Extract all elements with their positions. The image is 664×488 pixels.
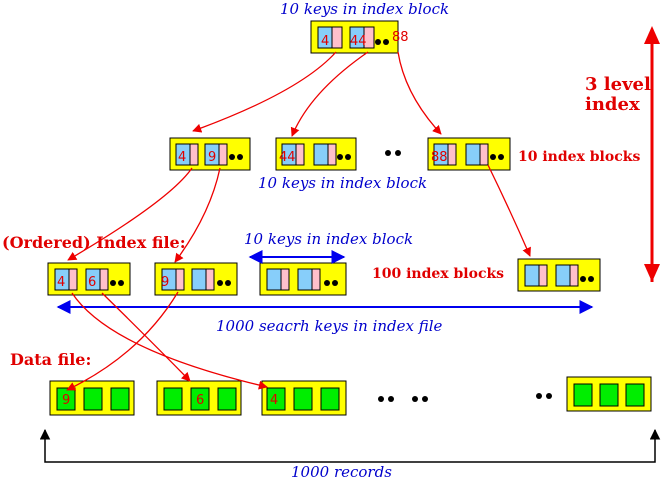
- data-ellipsis-2: [536, 393, 552, 399]
- low-keys-label: 10 keys in index block: [244, 230, 413, 248]
- arrow-l3b1-to-data2: [101, 292, 191, 382]
- root-index-block: 4 44 88: [310, 20, 409, 54]
- arrow-l2b1-to-l3b1: [67, 167, 193, 261]
- data3-key-1: 4: [270, 393, 278, 408]
- level2-index-block-3: 88: [427, 137, 511, 171]
- ten-blocks-label: 10 index blocks: [518, 149, 640, 165]
- top-keys-label: 10 keys in index block: [280, 0, 449, 18]
- level3-index-block-2: 9: [154, 262, 238, 296]
- data-block-4: [566, 376, 652, 412]
- l3b2-key-1: 9: [161, 275, 169, 290]
- pointer-arrows: [66, 51, 531, 391]
- data-block-2: 6: [156, 380, 242, 416]
- arrow-l3b1-to-data3: [71, 292, 268, 390]
- arrow-root-to-l2b3: [397, 51, 442, 135]
- records-span-arrow: [39, 428, 661, 463]
- data-ellipsis-1: [378, 396, 428, 402]
- mid-keys-label: 10 keys in index block: [258, 174, 427, 192]
- level-index-label-1: 3 level: [585, 74, 651, 95]
- hundred-blocks-label: 100 index blocks: [372, 266, 504, 282]
- data-block-1: 9: [49, 380, 135, 416]
- root-key-3: 88: [392, 30, 409, 45]
- level3-index-block-4: [517, 258, 601, 292]
- data2-key-1: 6: [196, 393, 204, 408]
- arrow-l2b1-to-l3b2: [174, 167, 221, 263]
- level-arrow-down: [644, 264, 660, 282]
- data1-key-1: 9: [62, 393, 70, 408]
- arrow-l3b2-to-data1: [66, 291, 179, 391]
- l3b1-key-2: 6: [88, 275, 96, 290]
- arrow-root-to-l2b1: [192, 51, 337, 133]
- arrow-l2b3-to-l3b4: [487, 164, 531, 257]
- level-index-label-2: index: [585, 94, 640, 115]
- level3-index-block-1: 4 6: [47, 262, 131, 296]
- l3b1-key-1: 4: [57, 275, 65, 290]
- level-arrow-up: [644, 26, 660, 44]
- data-block-3: 4: [261, 380, 347, 416]
- arrow-root-to-l2b2: [290, 51, 369, 137]
- level3-index-block-3: [259, 262, 347, 296]
- root-key-1: 4: [321, 34, 329, 49]
- level2-index-block-1: 4 9: [169, 137, 251, 171]
- level2-index-block-2: 44: [275, 137, 357, 171]
- l2b3-key-1: 88: [431, 150, 448, 165]
- search-keys-label: 1000 seacrh keys in index file: [216, 317, 443, 335]
- level2-ellipsis: [385, 150, 401, 156]
- l2b1-key-1: 4: [178, 150, 186, 165]
- data-file-label: Data file:: [10, 350, 91, 369]
- l2b1-key-2: 9: [208, 150, 216, 165]
- records-label: 1000 records: [291, 463, 392, 481]
- index-file-label: (Ordered) Index file:: [2, 233, 186, 252]
- root-key-2: 44: [350, 34, 367, 49]
- l2b2-key-1: 44: [279, 150, 296, 165]
